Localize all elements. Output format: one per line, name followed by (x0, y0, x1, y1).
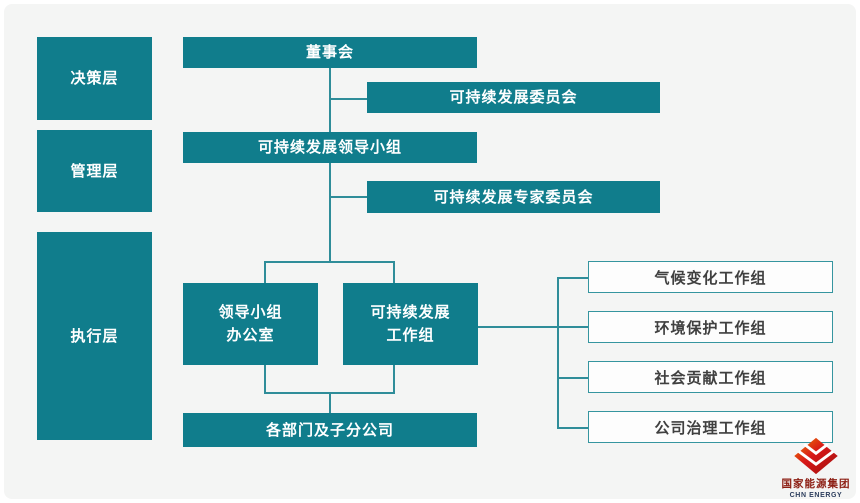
layer-decision: 决策层 (37, 37, 152, 120)
connector-to-committee (329, 98, 367, 100)
logo-name-cn: 国家能源集团 (781, 478, 851, 490)
node-leading-group-office: 领导小组 办公室 (183, 283, 318, 365)
connector-right-trunk (557, 277, 559, 428)
logo-name-en: CHN ENERGY (789, 492, 843, 499)
node-expert-committee-label: 可持续发展专家委员会 (433, 188, 594, 206)
node-climate-working-group-label: 气候变化工作组 (654, 269, 767, 287)
connector-board-to-leading (329, 68, 331, 132)
node-sustainability-leading-group: 可持续发展领导小组 (183, 132, 477, 163)
node-governance-working-group-label: 公司治理工作组 (654, 419, 767, 437)
node-sustainability-committee: 可持续发展委员会 (367, 82, 660, 113)
node-sustainability-working-group: 可持续发展 工作组 (343, 283, 478, 365)
connector-to-social (557, 377, 588, 379)
node-sustainability-working-group-label: 可持续发展 工作组 (370, 304, 451, 344)
connector-to-governance (557, 427, 588, 429)
connector-leading-to-junction (329, 163, 331, 261)
node-board-label: 董事会 (305, 44, 354, 61)
node-environment-working-group-label: 环境保护工作组 (654, 319, 767, 337)
node-sustainability-leading-group-label: 可持续发展领导小组 (257, 139, 402, 156)
connector-stub-workgroup (393, 261, 395, 283)
layer-execution: 执行层 (37, 232, 152, 440)
layer-management-label: 管理层 (70, 162, 119, 180)
node-departments-label: 各部门及子分公司 (265, 421, 394, 439)
layer-management: 管理层 (37, 130, 152, 212)
node-climate-working-group: 气候变化工作组 (588, 261, 833, 293)
connector-stub-office (264, 261, 266, 283)
connector-workgroup-down (393, 365, 395, 392)
chn-energy-logo: 国家能源集团 CHN ENERGY (780, 437, 852, 499)
connector-to-expert (329, 196, 367, 198)
node-governance-working-group: 公司治理工作组 (588, 411, 833, 443)
connector-to-climate (557, 277, 588, 279)
node-environment-working-group: 环境保护工作组 (588, 311, 833, 343)
node-expert-committee: 可持续发展专家委员会 (367, 181, 660, 213)
node-social-working-group: 社会贡献工作组 (588, 361, 833, 393)
node-board-of-directors: 董事会 (183, 37, 477, 68)
chn-energy-logo-icon (794, 437, 838, 475)
layer-execution-label: 执行层 (70, 327, 119, 345)
node-social-working-group-label: 社会贡献工作组 (654, 369, 767, 387)
node-departments-subsidiaries: 各部门及子分公司 (183, 413, 477, 447)
connector-junction-top (264, 261, 395, 263)
node-leading-group-office-label: 领导小组 办公室 (218, 304, 283, 344)
connector-office-down (264, 365, 266, 392)
layer-decision-label: 决策层 (70, 70, 119, 87)
connector-to-departments (329, 392, 331, 413)
connector-workgroup-right (478, 326, 588, 328)
node-sustainability-committee-label: 可持续发展委员会 (449, 89, 578, 106)
